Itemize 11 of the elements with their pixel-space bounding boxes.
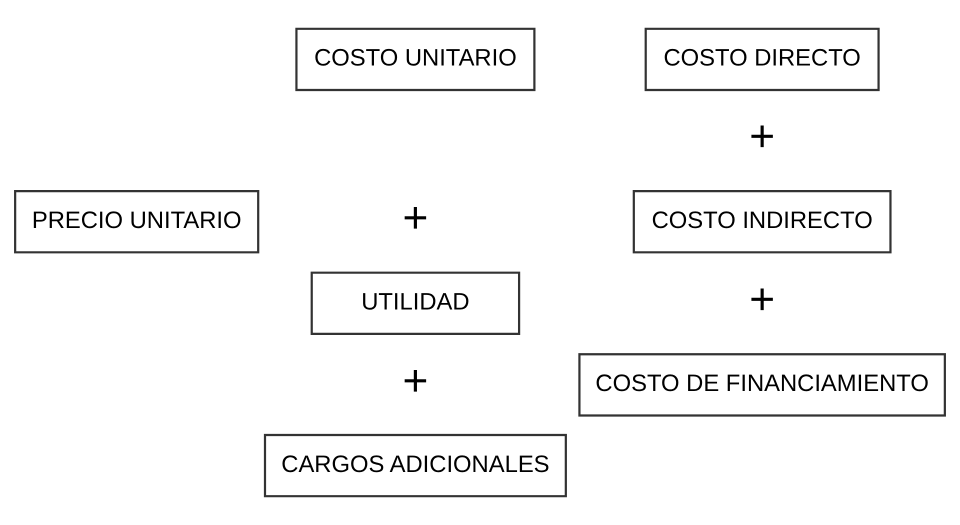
- node-box: COSTO DIRECTO: [644, 28, 880, 92]
- node-box: PRECIO UNITARIO: [14, 190, 260, 254]
- label: +: [749, 275, 776, 324]
- node-box: COSTO DE FINANCIAMIENTO: [578, 353, 946, 417]
- node-box: COSTO INDIRECTO: [632, 190, 892, 254]
- label: +: [749, 112, 776, 161]
- node-box: UTILIDAD: [310, 272, 520, 335]
- node-box: CARGOS ADICIONALES: [264, 434, 567, 498]
- label: +: [402, 356, 428, 406]
- label: +: [402, 193, 428, 242]
- node-box: COSTO UNITARIO: [295, 28, 536, 92]
